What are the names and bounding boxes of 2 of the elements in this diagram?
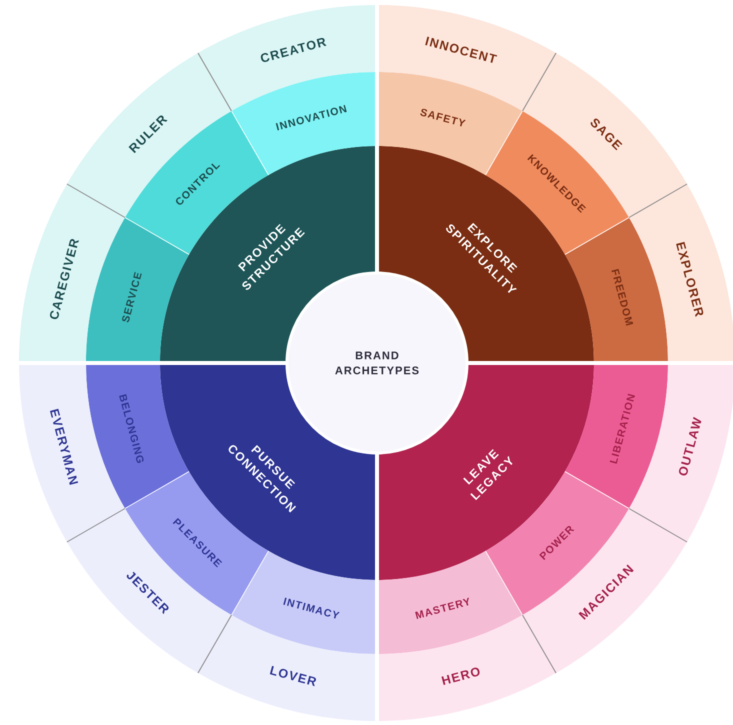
node-label: HERO [441, 668, 480, 686]
node-label: LOVER [270, 666, 316, 686]
